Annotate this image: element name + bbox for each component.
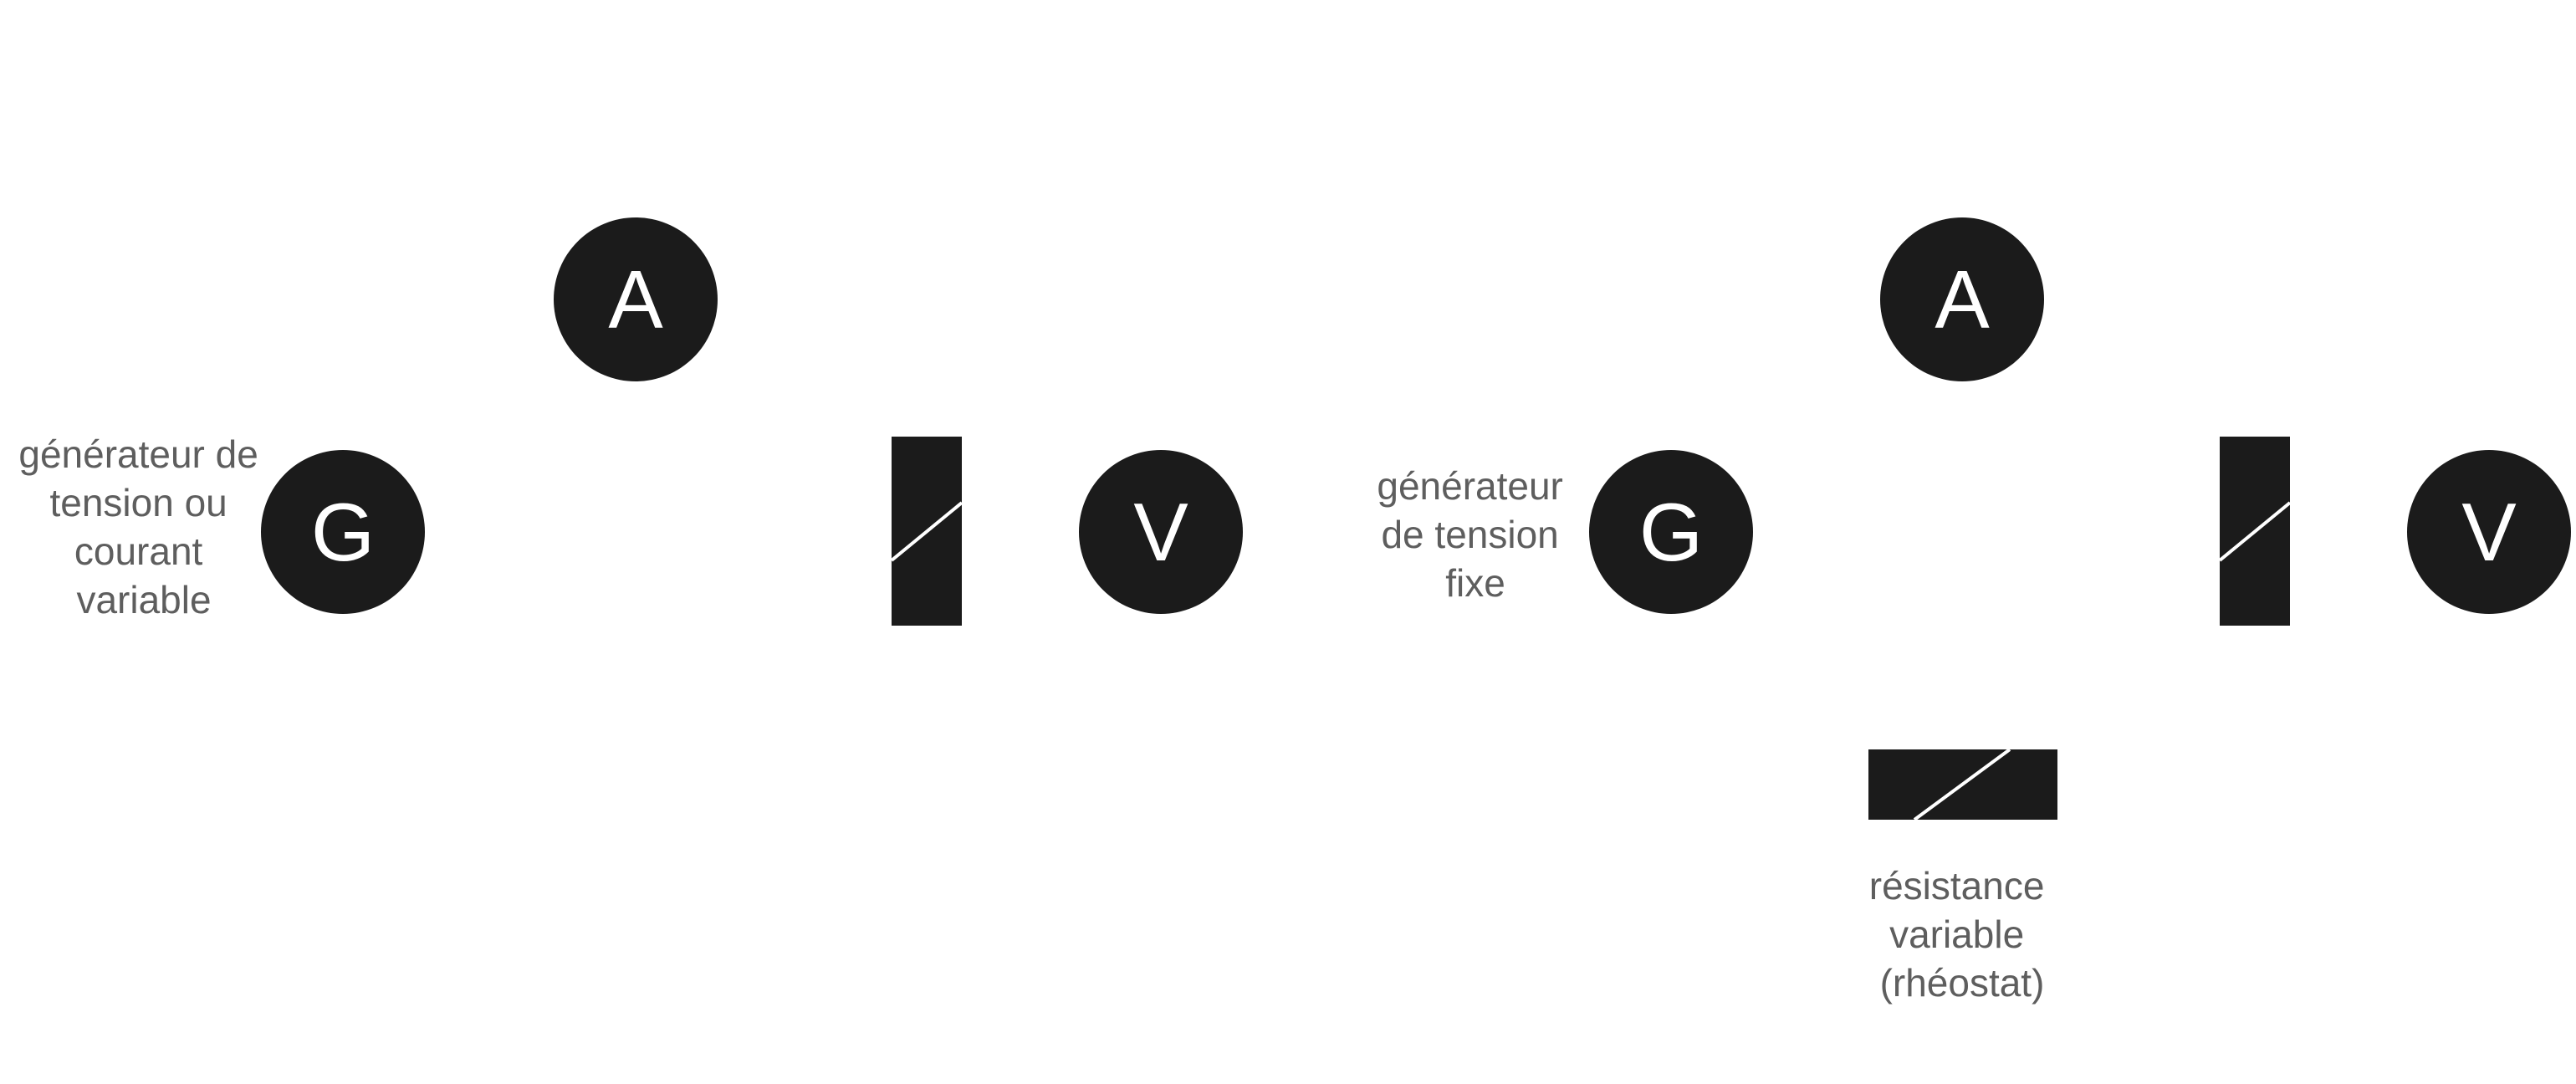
rheostat-label: résistance variable (rhéostat) [1869,864,2055,1005]
right-ammeter-circle [1880,217,2044,381]
right-voltmeter-circle [2407,450,2571,614]
right-voltmeter-letter: V [2461,486,2516,578]
right-resistor-slash [2218,501,2292,562]
right-ammeter-letter: A [1935,253,1990,345]
left-ammeter-letter: A [608,253,663,345]
right-generator-label: générateur de tension fixe [1377,464,1573,605]
rheostat-slash [1913,748,2011,821]
left-generator-letter: G [311,486,375,578]
rheostat-label-line-1: résistance [1869,864,2045,908]
left-generator-label-line-4: variable [76,578,211,621]
left-voltmeter-circle [1079,450,1243,614]
right-generator-symbol: G [1589,450,1753,614]
left-resistor-slash [890,501,963,562]
right-generator-label-line-2: de tension [1381,513,1558,556]
left-variable-resistor [890,437,963,626]
left-voltmeter-letter: V [1133,486,1188,578]
right-ammeter-symbol: A [1880,217,2044,381]
rheostat-label-line-2: variable [1889,913,2024,956]
right-generator-circle [1589,450,1753,614]
right-generator-label-line-3: fixe [1445,561,1505,605]
left-generator-label-line-2: tension ou [49,481,227,524]
left-ammeter-circle [554,217,718,381]
left-generator-label-line-3: courant [74,529,203,573]
right-variable-resistor [2218,437,2292,626]
left-generator-circle [261,450,425,614]
rheostat-symbol [1868,748,2057,821]
right-generator-letter: G [1639,486,1703,578]
left-generator-symbol: G [261,450,425,614]
rheostat-label-line-3: (rhéostat) [1880,961,2045,1005]
right-circuit: générateur de tension fixe G A V [1377,217,2571,1005]
left-generator-label: générateur de tension ou courant variabl… [18,432,268,621]
left-voltmeter-symbol: V [1079,450,1243,614]
right-voltmeter-symbol: V [2407,450,2571,614]
left-ammeter-symbol: A [554,217,718,381]
left-generator-label-line-1: générateur de [18,432,258,476]
right-generator-label-line-1: générateur [1377,464,1563,508]
left-circuit: générateur de tension ou courant variabl… [18,217,1243,626]
